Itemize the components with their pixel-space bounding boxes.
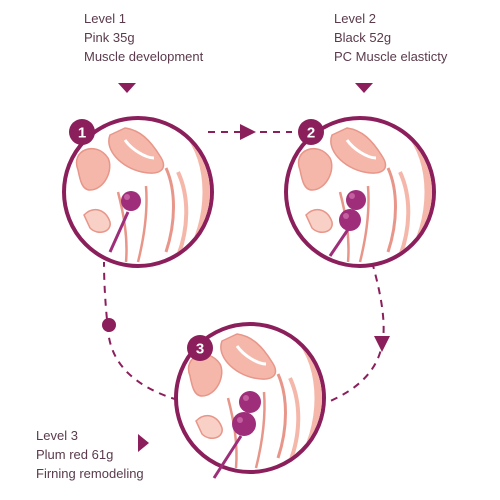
level-1-badge: 1 bbox=[69, 119, 95, 145]
level-1-weight: Pink 35g bbox=[84, 30, 135, 45]
level-1-purpose: Muscle development bbox=[84, 49, 204, 64]
caption-2-pointer bbox=[355, 83, 373, 93]
level-2-number: 2 bbox=[307, 125, 315, 142]
connector-2-to-3 bbox=[327, 261, 385, 403]
level-3-weight: Plum red 61g bbox=[36, 447, 114, 462]
connector-dot-icon bbox=[102, 318, 116, 332]
level-3-badge: 3 bbox=[187, 335, 213, 361]
connector-3-to-1 bbox=[103, 261, 179, 401]
level-2-weight: Black 52g bbox=[334, 30, 392, 45]
arrow-2-to-3-icon bbox=[374, 336, 390, 352]
level-2-badge: 2 bbox=[298, 119, 324, 145]
arrow-1-to-2-icon bbox=[240, 124, 256, 140]
level-1-caption: Level 1 Pink 35g Muscle development bbox=[84, 9, 203, 66]
level-3-purpose: Firning remodeling bbox=[36, 466, 144, 481]
caption-1-pointer bbox=[118, 83, 136, 93]
level-2-caption: Level 2 Black 52g PC Muscle elasticty bbox=[334, 9, 447, 66]
level-1-number: 1 bbox=[78, 125, 86, 142]
level-3-number: 3 bbox=[196, 341, 204, 358]
caption-3-pointer bbox=[138, 434, 149, 452]
level-1-title: Level 1 bbox=[84, 11, 126, 26]
level-2-title: Level 2 bbox=[334, 11, 376, 26]
level-3-illustration bbox=[174, 322, 326, 479]
level-3-title: Level 3 bbox=[36, 428, 78, 443]
level-3-caption: Level 3 Plum red 61g Firning remodeling bbox=[36, 426, 144, 483]
level-2-purpose: PC Muscle elasticty bbox=[334, 49, 448, 64]
